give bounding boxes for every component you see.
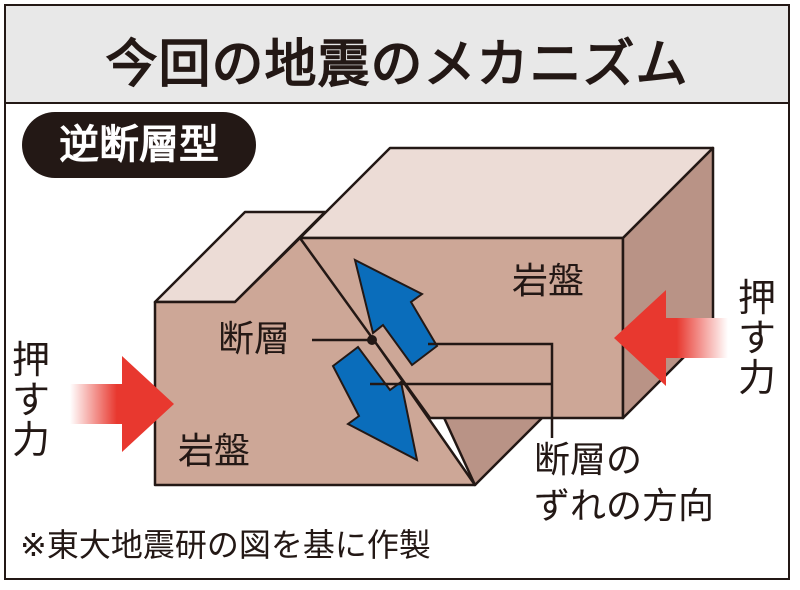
blue-arrow-down-right-icon: [331, 345, 419, 462]
push-force-label-right: 押 す 力: [736, 278, 778, 398]
push-left-char-3: 力: [11, 418, 50, 462]
title-bar: 今回の地震のメカニズム: [6, 6, 788, 104]
slip-direction-label: 断層の ずれの方向: [534, 438, 714, 530]
slip-leader-line-upper: [428, 342, 554, 438]
push-right-char-3: 力: [737, 356, 776, 400]
leader-lines: [312, 338, 554, 438]
push-right-char-2: す: [737, 316, 776, 360]
left-rock-label: 岩盤: [178, 431, 251, 472]
fault-point-marker: [367, 335, 377, 345]
push-force-label-left: 押 す 力: [10, 340, 52, 460]
push-right-char-1: 押: [737, 276, 776, 320]
source-note: ※東大地震研の図を基に作製: [20, 526, 431, 564]
red-arrow-right-icon: [70, 356, 174, 452]
fault-type-badge: 逆断層型: [22, 112, 256, 178]
slip-direction-line-1: 断層の: [534, 440, 643, 481]
fault-label: 断層: [218, 319, 291, 360]
right-rock-label: 岩盤: [512, 261, 585, 302]
figure-title: 今回の地震のメカニズム: [105, 35, 689, 95]
slip-direction-line-2: ずれの方向: [534, 486, 715, 527]
red-arrow-left-icon: [614, 290, 728, 386]
push-left-char-1: 押: [11, 338, 50, 382]
blue-arrow-up-left-icon: [353, 258, 439, 367]
push-left-char-2: す: [11, 378, 50, 422]
